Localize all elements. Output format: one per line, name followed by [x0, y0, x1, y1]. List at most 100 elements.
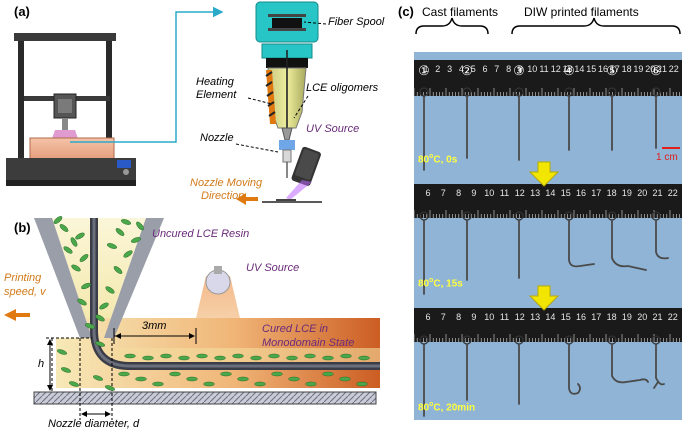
filament — [611, 219, 647, 271]
frame-temp: 80 — [418, 154, 430, 166]
ruler-number: 19 — [633, 64, 643, 74]
ruler-number: 6 — [425, 188, 430, 198]
lce-mesogen — [115, 228, 125, 236]
filament-number: ⑥ — [650, 63, 662, 78]
ruler-number: 19 — [622, 188, 632, 198]
ruler-number: 5 — [471, 64, 476, 74]
panel-c-label: (c) — [398, 4, 414, 19]
filament-number: ③ — [513, 63, 525, 78]
ruler-number: 16 — [598, 64, 608, 74]
lce-mesogen — [118, 371, 130, 377]
lce-mesogen-particles — [53, 216, 370, 391]
filament — [611, 343, 649, 384]
lce-mesogen — [203, 381, 215, 387]
lce-mesogen — [95, 314, 105, 322]
ruler-number: 12 — [551, 64, 561, 74]
heating-element-label-2: Element — [196, 89, 237, 101]
lce-mesogen — [99, 302, 109, 310]
lce-mesogen — [304, 353, 316, 359]
ruler-number: 13 — [563, 64, 573, 74]
ruler-mid — [414, 184, 682, 218]
filament — [653, 343, 665, 389]
filament-number: ④ — [563, 63, 575, 78]
fiber-spool-label: Fiber Spool — [328, 16, 385, 28]
ruler-number: 21 — [657, 64, 667, 74]
ruler-number: 7 — [494, 64, 499, 74]
cross-section-illustration — [4, 218, 380, 420]
diw-brace — [511, 17, 681, 35]
frame-label-15s: 80oC, 15s — [418, 277, 463, 289]
lce-mesogen — [113, 266, 123, 274]
frame-temp: 80 — [418, 278, 430, 290]
lce-mesogen — [340, 353, 352, 359]
ruler-number: 16 — [576, 312, 586, 322]
ruler-number: 21 — [652, 188, 662, 198]
lce-mesogen — [305, 381, 317, 387]
ruler-number: 17 — [591, 188, 601, 198]
filament — [568, 343, 581, 395]
lce-mesogen — [120, 219, 132, 225]
printer-illustration — [6, 33, 136, 186]
ruler-number: 11 — [500, 312, 509, 322]
ruler-number: 20 — [637, 188, 647, 198]
lce-mesogen — [178, 355, 190, 361]
cured-lce-label-1: Cured LCE in — [262, 323, 329, 335]
filaments — [419, 87, 669, 417]
ruler-number: 18 — [622, 64, 632, 74]
ruler-number: 22 — [668, 312, 678, 322]
lce-mesogen — [196, 353, 208, 359]
lce-mesogen — [220, 371, 232, 377]
lce-mesogen — [105, 286, 115, 294]
ruler-number: 10 — [527, 64, 537, 74]
lce-mesogen — [250, 355, 262, 361]
lce-mesogen — [53, 216, 63, 224]
frame-degree: o — [429, 401, 434, 408]
lce-mesogen — [79, 254, 89, 262]
lce-mesogen — [70, 237, 78, 247]
ruler-number: 19 — [622, 312, 632, 322]
printing-speed-label-2: speed, v — [4, 286, 46, 298]
lce-mesogen — [136, 221, 144, 231]
down-arrow-2 — [528, 285, 560, 311]
lce-mesogen — [214, 355, 226, 361]
printing-speed-label-1: Printing — [4, 272, 42, 284]
ruler-number: 10 — [484, 312, 494, 322]
uncured-resin-label: Uncured LCE Resin — [152, 228, 250, 240]
cured-lce-label-2: Monodomain State — [262, 337, 355, 349]
distance-label: 3mm — [142, 320, 167, 332]
ruler-number: 13 — [530, 188, 540, 198]
lce-mesogen — [77, 298, 87, 306]
lce-mesogen — [57, 349, 67, 355]
ruler-number: 11 — [500, 188, 509, 198]
ruler-number: 18 — [607, 188, 617, 198]
print-head-illustration — [255, 1, 322, 203]
ruler-number: 22 — [668, 188, 678, 198]
lce-mesogen — [237, 376, 249, 382]
height-label: h — [38, 358, 45, 370]
lce-mesogen — [232, 353, 244, 359]
lce-mesogen — [286, 355, 298, 361]
ruler-number: 4 — [459, 64, 464, 74]
lce-mesogen — [81, 282, 91, 290]
ruler-number: 20 — [637, 312, 647, 322]
uv-source-label-a: UV Source — [306, 123, 360, 135]
lce-mesogen — [61, 367, 71, 373]
ruler-number: 9 — [471, 312, 476, 322]
ruler-number: 3 — [447, 64, 452, 74]
lce-mesogen — [75, 232, 85, 240]
filament-number: ⑤ — [606, 63, 618, 78]
lce-oligomers-label: LCE oligomers — [306, 82, 379, 94]
frame-time: C, 20min — [433, 402, 476, 414]
ruler-number: 13 — [530, 312, 540, 322]
lce-mesogen — [268, 353, 280, 359]
heating-element-label-1: Heating — [196, 76, 234, 88]
fiber-spool-leader — [303, 21, 327, 25]
panel-a-label: (a) — [14, 4, 30, 19]
zoom-connector-arrow — [70, 6, 224, 143]
uv-source-label-b: UV Source — [246, 262, 300, 274]
ruler-number: 16 — [576, 188, 586, 198]
lce-mesogen — [123, 250, 133, 258]
lce-mesogen — [93, 375, 103, 381]
